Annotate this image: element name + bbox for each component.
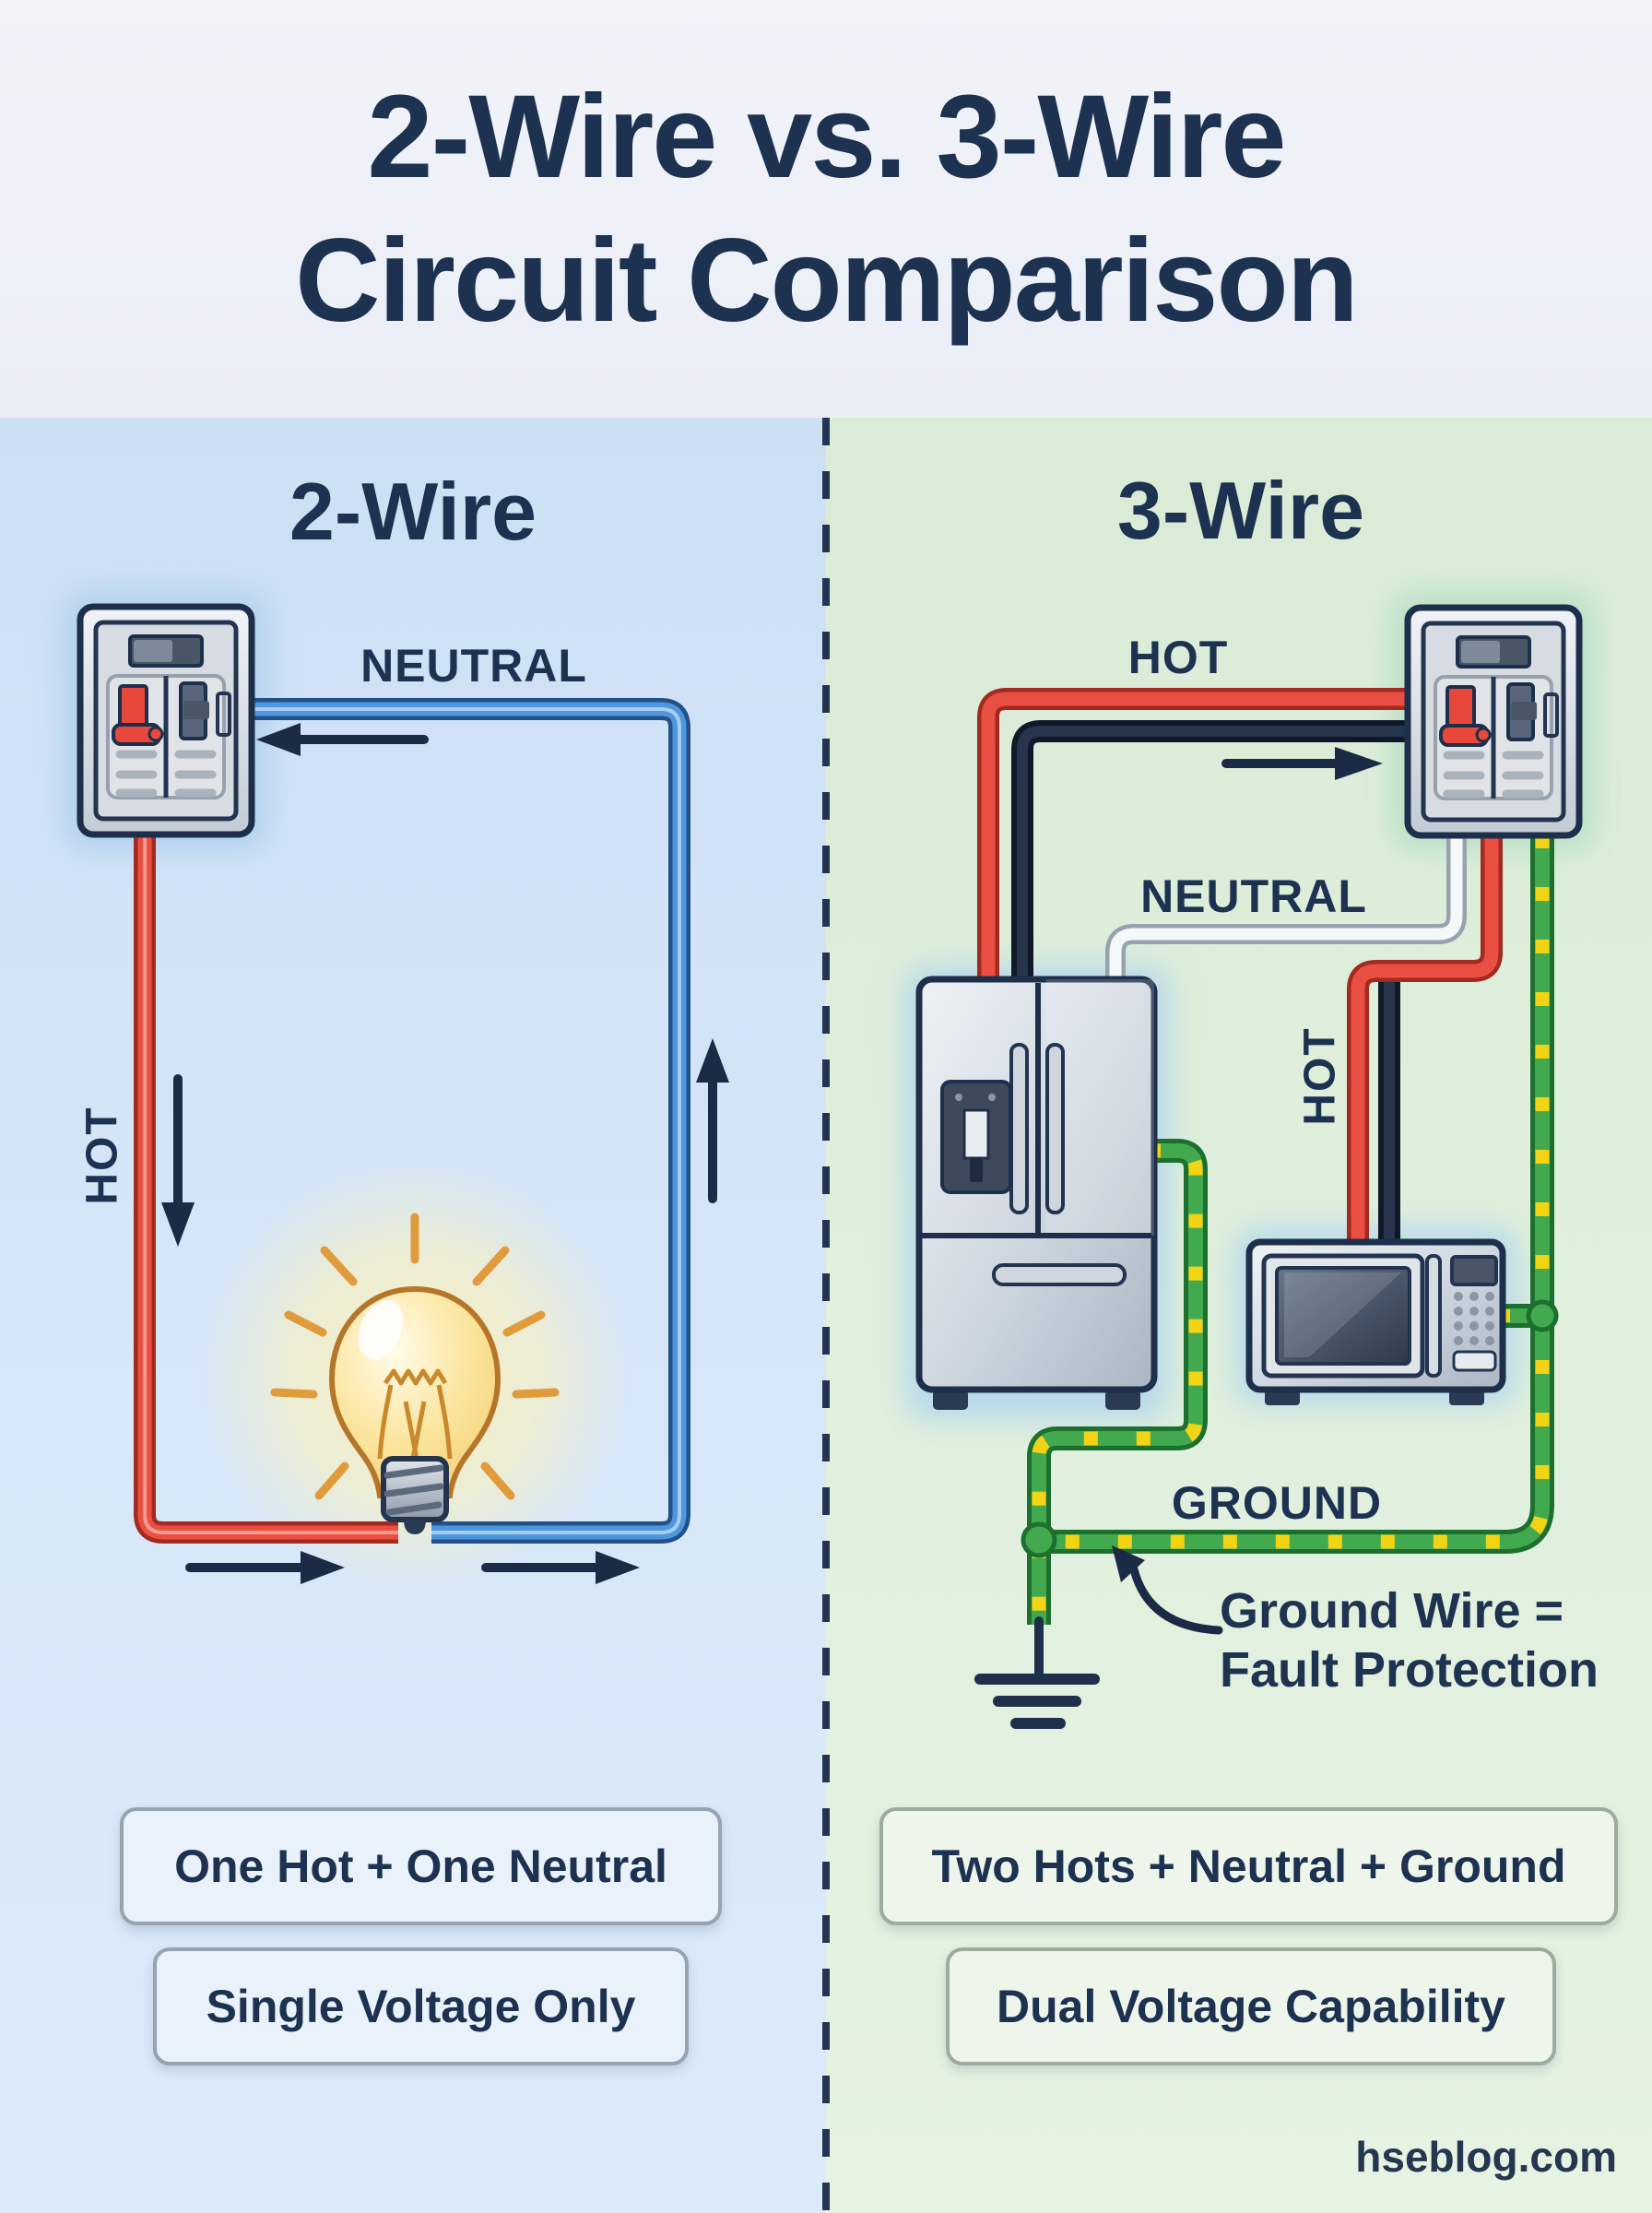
hot-wire-red-microwave — [1358, 834, 1492, 1247]
left-badge-wires: One Hot + One Neutral — [120, 1807, 722, 1925]
arrow-left-icon — [256, 723, 429, 756]
right-hot-side-label: HOT — [1295, 1026, 1345, 1126]
microwave-icon — [1245, 1238, 1506, 1405]
refrigerator-icon — [915, 976, 1158, 1410]
right-heading: 3-Wire — [1116, 465, 1365, 556]
light-bulb-icon — [270, 1213, 560, 1534]
annotation-arrow-icon — [1112, 1545, 1223, 1635]
page-title-line2: Circuit Comparison — [295, 215, 1359, 347]
left-heading: 2-Wire — [289, 466, 537, 557]
ground-label: GROUND — [1171, 1477, 1383, 1529]
ground-junction-dot — [1526, 1299, 1559, 1332]
panel-divider — [822, 418, 830, 2213]
left-neutral-label: NEUTRAL — [360, 640, 587, 692]
left-badge-voltage: Single Voltage Only — [153, 1947, 689, 2065]
arrow-right-icon — [185, 1551, 640, 1584]
ground-annotation: Ground Wire = Fault Protection — [1220, 1582, 1599, 1699]
ground-annotation-line2: Fault Protection — [1220, 1641, 1599, 1698]
page-title-line1: 2-Wire vs. 3-Wire — [367, 71, 1286, 203]
right-hot-top-label: HOT — [1127, 632, 1229, 683]
breaker-panel-icon — [80, 607, 252, 834]
arrow-up-icon — [696, 1038, 729, 1203]
left-hot-label: HOT — [77, 1106, 127, 1205]
title-block — [0, 0, 1652, 418]
ground-annotation-line1: Ground Wire = — [1220, 1583, 1564, 1639]
bulb-rays — [270, 1213, 560, 1500]
arrow-right-icon — [1221, 747, 1383, 780]
bulb-filament — [377, 1368, 453, 1460]
arrow-down-icon — [161, 1074, 195, 1247]
right-neutral-label: NEUTRAL — [1140, 870, 1367, 922]
right-badge-wires: Two Hots + Neutral + Ground — [879, 1807, 1618, 1925]
current-arrows — [161, 723, 1383, 1584]
ground-junction-dot — [1021, 1521, 1057, 1558]
ground-symbol-icon — [974, 1616, 1100, 1729]
circuit-wires — [145, 699, 1559, 1625]
breaker-panel-icon — [1408, 608, 1579, 835]
ground-wire — [1021, 834, 1559, 1625]
watermark: hseblog.com — [1355, 2133, 1617, 2181]
right-badge-voltage: Dual Voltage Capability — [946, 1947, 1556, 2065]
